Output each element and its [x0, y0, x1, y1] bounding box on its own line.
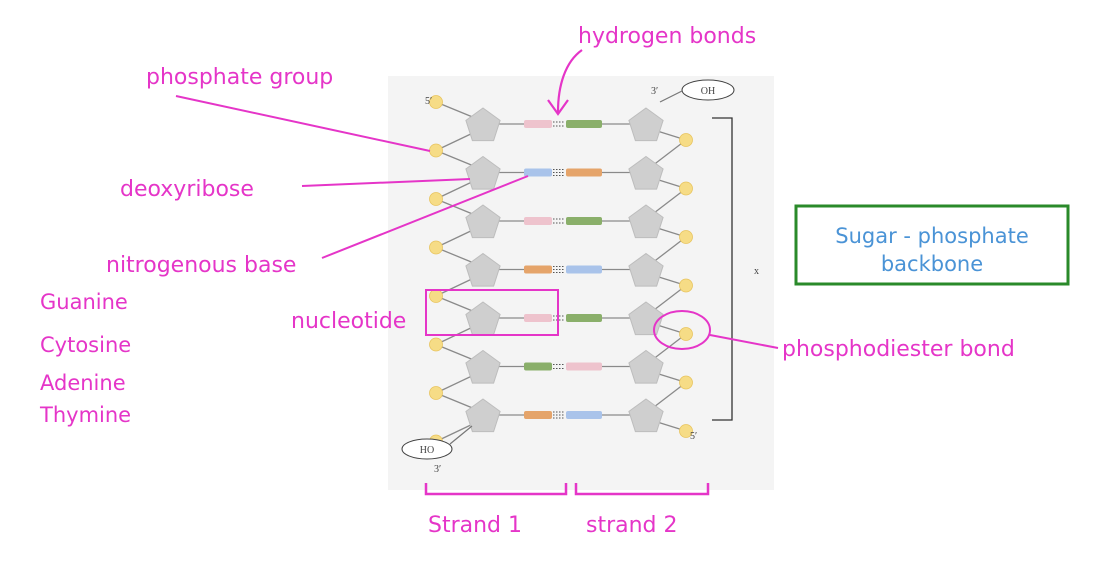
right-phosphate	[679, 375, 693, 390]
left-base	[524, 314, 552, 322]
left-base	[524, 411, 552, 419]
left-phosphate	[429, 143, 443, 158]
left-base	[524, 265, 552, 274]
backbone-label-line2: backbone	[881, 252, 983, 276]
strand1-bracket	[424, 483, 568, 496]
bottom-right-end-label: 5′	[690, 431, 697, 442]
right-sugar	[628, 252, 664, 287]
right-base	[566, 265, 602, 274]
strand2-label: strand 2	[586, 513, 678, 538]
right-base	[566, 120, 602, 128]
deoxyribose-label: deoxyribose	[120, 177, 254, 202]
left-phosphate	[429, 240, 443, 255]
right-phosphate	[679, 181, 693, 196]
left-phosphate	[429, 337, 443, 352]
right-base	[566, 314, 602, 322]
left-backbone-link	[435, 343, 476, 362]
key-thymine: Thymine	[39, 403, 131, 427]
right-base	[566, 362, 602, 371]
nitrogenous-base-label: nitrogenous base	[106, 253, 296, 278]
hydrogen-bonds-arrow	[556, 49, 583, 113]
left-sugar	[465, 204, 501, 239]
oh-connector	[659, 90, 683, 103]
backbone-label-line1: Sugar - phosphate	[835, 224, 1029, 248]
nucleotide-box	[425, 289, 559, 336]
left-sugar	[465, 155, 501, 190]
left-backbone-link	[435, 246, 476, 265]
phosphate-group-pointer	[175, 95, 431, 152]
left-sugar	[465, 107, 501, 142]
left-backbone-link	[435, 422, 476, 443]
phosphate-group-label: phosphate group	[146, 65, 333, 90]
right-sugar	[628, 107, 664, 142]
hydrogen-bonds-arrowhead	[547, 99, 569, 116]
right-base	[566, 411, 602, 419]
key-guanine: Guanine	[40, 290, 128, 314]
sugars	[465, 107, 664, 433]
left-backbone-link	[435, 131, 476, 152]
left-phosphate	[429, 192, 443, 206]
right-phosphate	[679, 424, 693, 438]
oh-label: OH	[701, 86, 715, 97]
phosphodiester-bond-label: phosphodiester bond	[782, 337, 1015, 362]
right-sugar	[628, 204, 664, 239]
left-backbone-link	[435, 276, 476, 297]
right-sugar	[628, 349, 664, 384]
backbone-box	[794, 204, 1070, 286]
right-base	[566, 217, 602, 225]
left-phosphate	[429, 95, 443, 109]
right-base	[566, 168, 602, 177]
ho-ellipse	[401, 438, 453, 460]
strand1-label: Strand 1	[428, 513, 522, 538]
right-sugar	[628, 155, 664, 190]
right-phosphate	[679, 133, 693, 147]
deoxyribose-pointer	[301, 178, 471, 187]
key-adenine: Adenine	[40, 371, 126, 395]
left-sugar	[465, 252, 501, 287]
left-sugar	[465, 349, 501, 384]
left-phosphate	[429, 289, 443, 303]
bottom-left-end-label: 3′	[434, 464, 441, 475]
right-phosphate	[679, 278, 693, 293]
left-backbone-link	[435, 392, 476, 410]
right-phosphate	[679, 230, 693, 244]
ho-connector	[449, 425, 473, 445]
key-cytosine: Cytosine	[40, 333, 131, 357]
left-sugar	[465, 398, 501, 433]
strand2-bracket	[574, 483, 710, 496]
left-phosphate	[429, 386, 443, 400]
phosphodiester-circle	[653, 310, 711, 350]
top-right-end-label: 3′	[651, 86, 658, 97]
left-backbone-link	[435, 179, 476, 200]
left-backbone-link	[435, 149, 476, 168]
left-base	[524, 217, 552, 225]
left-backbone-link	[435, 295, 476, 313]
ho-label: HO	[420, 445, 434, 456]
backbone-lines	[435, 101, 687, 443]
nucleotide-label: nucleotide	[291, 309, 406, 334]
left-base	[524, 362, 552, 371]
base-pairs	[524, 120, 602, 419]
left-base	[524, 120, 552, 128]
top-left-end-label: 5′	[425, 96, 432, 107]
left-backbone-link	[435, 101, 476, 119]
left-base	[524, 168, 552, 177]
left-backbone-link	[435, 373, 476, 394]
right-sugar	[628, 398, 664, 433]
nitrogenous-base-pointer	[321, 175, 529, 259]
x-label: x	[754, 266, 759, 277]
left-backbone-link	[435, 228, 476, 249]
phosphodiester-pointer	[709, 334, 779, 349]
oh-ellipse	[681, 79, 735, 101]
figure-panel	[388, 76, 774, 490]
hydrogen-bonds-label: hydrogen bonds	[578, 24, 756, 49]
left-backbone-link	[435, 198, 476, 216]
x-bracket	[712, 117, 733, 421]
right-phosphate	[679, 327, 693, 341]
